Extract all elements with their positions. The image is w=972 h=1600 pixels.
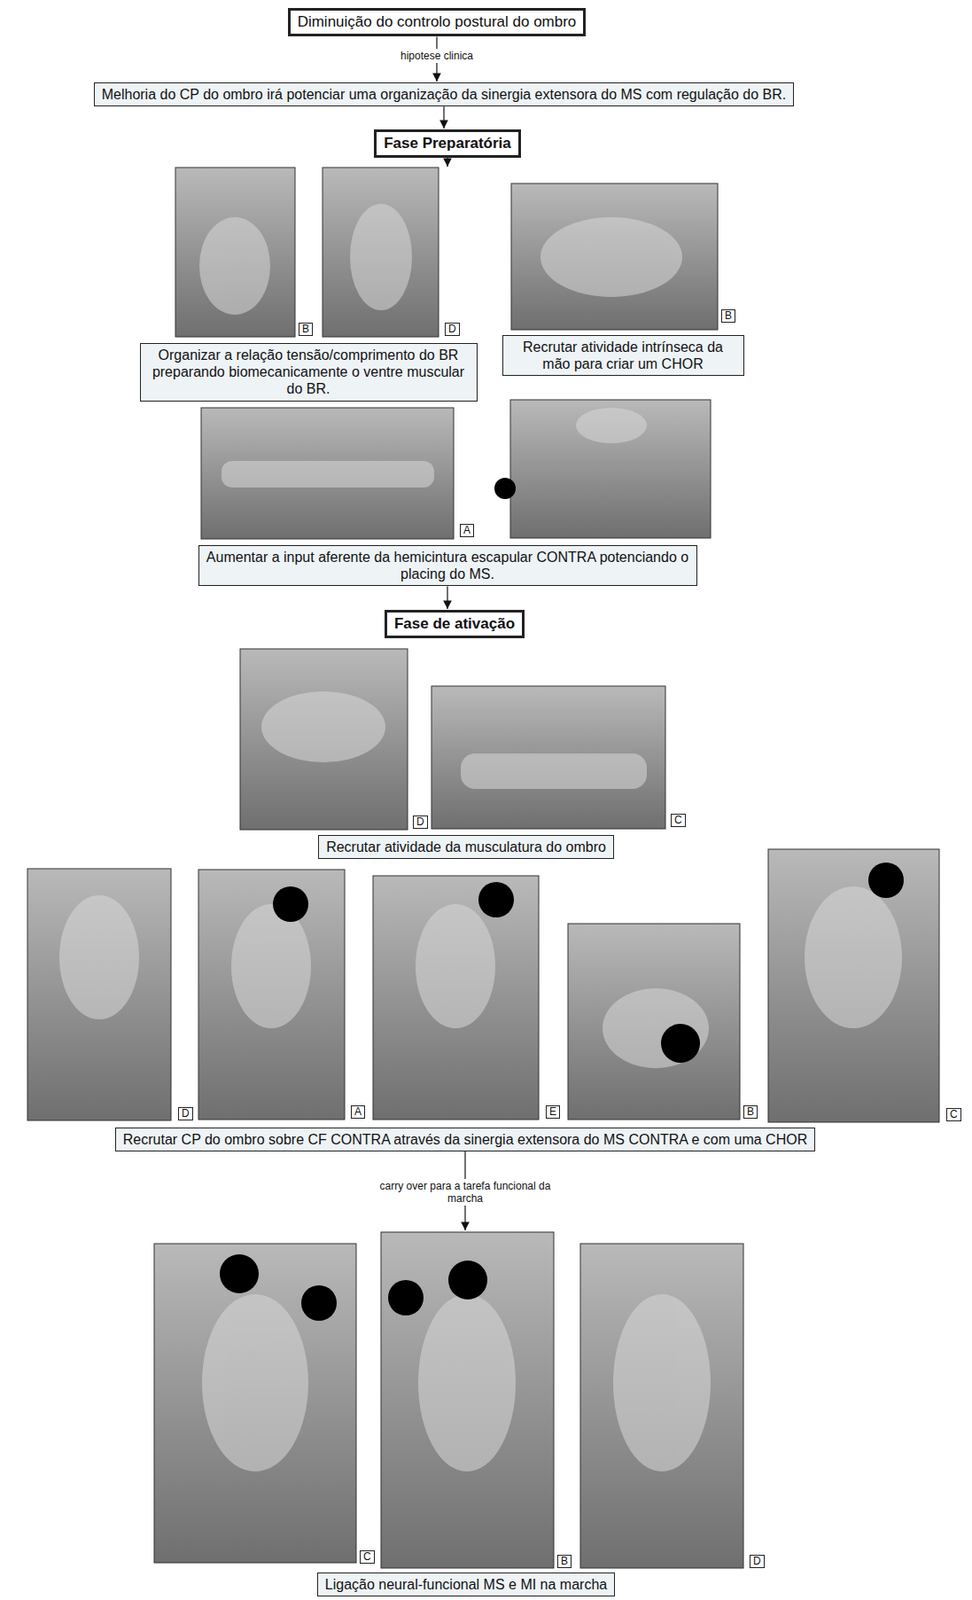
process-box: Melhoria do CP do ombro irá potenciar um…: [93, 82, 795, 107]
node-text: Recrutar CP do ombro sobre CF CONTRA atr…: [123, 1130, 808, 1148]
photo-tag: E: [545, 1104, 560, 1119]
flow-note: carry over para a tarefa funcional da ma…: [360, 1178, 570, 1206]
photo: [567, 923, 740, 1120]
photo-tag: B: [743, 1104, 758, 1119]
flow-arrow: [446, 585, 448, 609]
photo-tag: C: [359, 1549, 375, 1563]
photo: [27, 868, 172, 1120]
photo-tag: D: [749, 1554, 765, 1568]
process-box: Aumentar a input aferente da hemicintura…: [198, 544, 698, 586]
flow-arrow: [446, 157, 448, 167]
photo: [240, 648, 408, 830]
photo: [373, 875, 539, 1120]
photo: [154, 1243, 357, 1563]
process-box: Recrutar CP do ombro sobre CF CONTRA atr…: [115, 1127, 816, 1151]
photo-tag: B: [721, 309, 736, 323]
process-box: Diminuição do controlo postural do ombro: [287, 7, 587, 37]
photo-tag: B: [298, 322, 313, 336]
node-text: Aumentar a input aferente da hemicintura…: [206, 548, 690, 583]
photo: [201, 407, 454, 539]
photo: [322, 167, 439, 337]
node-text: Fase de ativação: [394, 614, 515, 633]
photo: [198, 869, 345, 1120]
face-blur: [219, 477, 904, 1321]
photo: [431, 685, 666, 829]
phase-box: Fase de ativação: [384, 609, 525, 638]
node-text: Melhoria do CP do ombro irá potenciar um…: [101, 85, 787, 103]
photo: [511, 183, 718, 330]
node-text: Recrutar atividade da musculatura do omb…: [326, 838, 607, 856]
flow-arrow: [443, 106, 444, 129]
node-text: Recrutar atividade intrínseca da mão par…: [510, 338, 737, 373]
phase-box: Fase Preparatória: [373, 129, 521, 158]
photo-tag: C: [946, 1107, 962, 1121]
node-text: Organizar a relação tensão/comprimento d…: [147, 346, 470, 398]
process-box: Recrutar atividade intrínseca da mão par…: [502, 334, 745, 376]
photo-tag: C: [670, 813, 686, 827]
photo: [768, 848, 940, 1122]
figure-silhouettes: [59, 203, 903, 1471]
photo-tag: D: [178, 1106, 194, 1120]
photo: [510, 399, 711, 538]
photo-tag: A: [459, 523, 475, 537]
photo-tag: D: [412, 815, 428, 829]
photo: [175, 167, 296, 337]
photo-tag: D: [444, 322, 460, 336]
process-box: Ligação neural-funcional MS e MI na marc…: [317, 1571, 615, 1596]
photo: [381, 1231, 554, 1568]
process-box: Organizar a relação tensão/comprimento d…: [139, 342, 478, 402]
node-text: Ligação neural-funcional MS e MI na marc…: [325, 1575, 607, 1593]
node-text: Diminuição do controlo postural do ombro: [297, 13, 577, 32]
photo-tag: B: [557, 1554, 572, 1568]
process-box: Recrutar atividade da musculatura do omb…: [318, 834, 615, 859]
node-text: Fase Preparatória: [383, 134, 512, 153]
photo-tag: A: [350, 1104, 366, 1119]
edge-label: hipotese clinica: [397, 48, 476, 63]
photo: [580, 1243, 744, 1568]
